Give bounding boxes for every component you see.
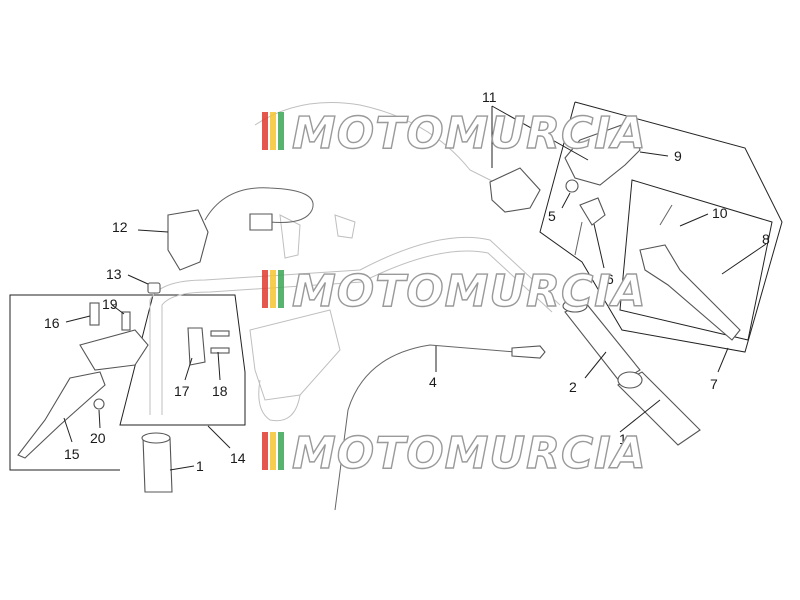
left-switch-connector xyxy=(249,213,273,231)
watermark-stripe-red xyxy=(262,112,268,150)
left-grip-1-top xyxy=(141,432,171,444)
callout-6: 6 xyxy=(606,271,614,287)
fork-ghost xyxy=(258,379,301,422)
callout-16: 16 xyxy=(44,315,60,331)
throttle-grip-2-end xyxy=(562,299,588,313)
clutch-lever-15 xyxy=(17,371,106,459)
left-grip-1 xyxy=(142,437,173,493)
leader-2 xyxy=(584,351,607,379)
leader-1-right xyxy=(619,399,661,433)
handlebar-ghost-2 xyxy=(161,250,553,415)
leader-12 xyxy=(137,229,169,233)
callout-19: 19 xyxy=(102,296,118,312)
callout-18: 18 xyxy=(212,383,228,399)
watermark-text-top: MOTOMURCIA xyxy=(292,108,647,159)
callout-1-left: 1 xyxy=(196,458,204,474)
screw-18b xyxy=(210,347,230,354)
leader-17 xyxy=(184,357,193,381)
watermark-middle: MOTOMURCIA xyxy=(262,265,647,318)
leader-10 xyxy=(679,213,709,227)
master-cylinder-bolt-5 xyxy=(565,179,579,193)
right-group-frame xyxy=(539,101,783,353)
left-switch-cluster xyxy=(167,209,209,271)
leader-9 xyxy=(639,151,669,157)
right-switch-cluster xyxy=(489,167,541,213)
watermark-stripe-yellow xyxy=(270,432,276,470)
wiring-ghost xyxy=(254,102,501,186)
callout-15: 15 xyxy=(64,446,80,462)
callout-5: 5 xyxy=(548,208,556,224)
leader-13 xyxy=(127,274,149,285)
callout-4: 4 xyxy=(429,374,437,390)
watermark-bottom: MOTOMURCIA xyxy=(262,427,647,480)
leader-19 xyxy=(111,304,125,315)
watermark-stripe-red xyxy=(262,432,268,470)
front-brake-lever-8 xyxy=(639,244,741,341)
left-switch-wire xyxy=(204,187,314,223)
clutch-nut-20 xyxy=(93,398,105,410)
leader-15 xyxy=(63,417,73,443)
callout-2: 2 xyxy=(569,379,577,395)
clutch-switch-19 xyxy=(121,311,131,331)
callout-9: 9 xyxy=(674,148,682,164)
screw-18a xyxy=(210,330,230,337)
watermark-text-bottom: MOTOMURCIA xyxy=(292,428,647,479)
clutch-bolt-16 xyxy=(89,302,100,326)
callout-20: 20 xyxy=(90,430,106,446)
callout-17: 17 xyxy=(174,383,190,399)
watermark-text-middle: MOTOMURCIA xyxy=(292,266,647,317)
clamp-17 xyxy=(187,327,206,366)
callout-14: 14 xyxy=(230,450,246,466)
lever-bolt-10 xyxy=(659,204,673,226)
leader-1-left xyxy=(169,465,195,471)
leader-20 xyxy=(98,409,101,429)
callout-11: 11 xyxy=(482,89,497,105)
triple-clamp-ghost xyxy=(249,309,341,401)
throttle-cable xyxy=(334,344,545,511)
leader-14 xyxy=(207,425,231,449)
switch-6 xyxy=(579,197,606,226)
callout-1-right: 1 xyxy=(619,431,627,447)
watermark-stripe-green xyxy=(278,270,284,308)
switch-6-pin xyxy=(574,221,583,256)
watermark-stripe-yellow xyxy=(270,270,276,308)
bar-end-plug xyxy=(147,282,161,294)
leader-8 xyxy=(721,243,767,275)
leader-7 xyxy=(717,347,729,373)
watermark-stripe-yellow xyxy=(270,112,276,150)
leader-16 xyxy=(65,315,91,323)
lever-sub-frame xyxy=(619,179,773,341)
watermark-stripe-green xyxy=(278,432,284,470)
callout-13: 13 xyxy=(106,266,122,282)
watermark-stripe-red xyxy=(262,270,268,308)
watermark-stripe-green xyxy=(278,112,284,150)
right-grip-1-end xyxy=(617,371,643,389)
throttle-cable-end xyxy=(511,345,546,359)
callout-8: 8 xyxy=(762,231,770,247)
clutch-lever-mount xyxy=(79,329,149,371)
brake-master-cylinder xyxy=(564,121,641,186)
watermark-top: MOTOMURCIA xyxy=(262,107,647,160)
leader-18 xyxy=(217,351,221,381)
callout-7: 7 xyxy=(710,376,718,392)
leader-5 xyxy=(561,192,571,209)
callout-12: 12 xyxy=(112,219,128,235)
leader-6 xyxy=(593,223,605,269)
callout-10: 10 xyxy=(712,205,728,221)
leader-11 xyxy=(491,105,589,161)
